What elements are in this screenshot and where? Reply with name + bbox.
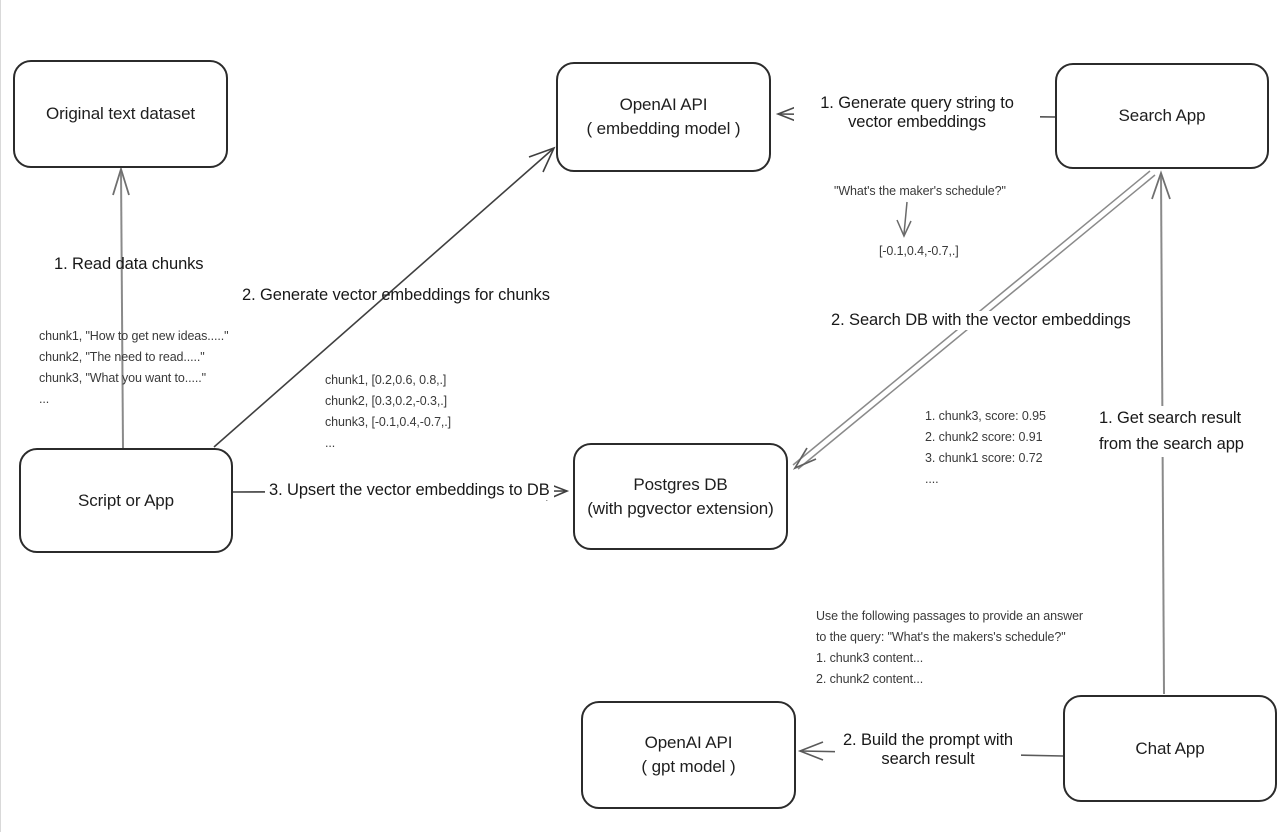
edge-label-build-prompt-line1: 2. Build the prompt with [842,731,1014,749]
annotation-chunk-texts-line3: chunk3, "What you want to....." [39,371,206,385]
annotation-prompt-line1: Use the following passages to provide an… [816,609,1083,623]
edge-label-get-result: 1. Get search result from the search app [1095,406,1248,458]
node-postgres-db-label-line2: (with pgvector extension) [587,498,774,518]
edge-label-generate-query-line1: 1. Generate query string to vector [820,94,1014,131]
node-chat-app: Chat App [1063,695,1277,802]
edge-label-search-db: 2. Search DB with the vector embeddings [827,311,1135,330]
edge-label-build-prompt-line2: search result [881,750,975,768]
annotation-chunk-texts-line4: ... [39,392,50,406]
annotation-search-scores-line1: 1. chunk3, score: 0.95 [925,409,1046,423]
annotation-chunk-texts-line1: chunk1, "How to get new ideas....." [39,329,229,343]
edge-label-read-chunks: 1. Read data chunks [54,255,204,273]
edge-label-get-result-line1: 1. Get search result [1099,409,1241,427]
annotation-chunk-vectors: chunk1, [0.2,0.6, 0.8,.] chunk2, [0.3,0.… [325,370,451,454]
node-postgres-db-label-line1: Postgres DB [633,474,728,494]
edge-label-upsert: 3. Upsert the vector embeddings to DB [265,481,554,500]
node-chat-app-label: Chat App [1135,738,1205,758]
node-original-text-dataset: Original text dataset [13,60,228,168]
annotation-chunk-vectors-line2: chunk2, [0.3,0.2,-0.3,.] [325,394,447,408]
node-openai-gpt: OpenAI API ( gpt model ) [581,701,796,809]
node-original-text-dataset-label: Original text dataset [45,104,196,124]
annotation-chunk-texts: chunk1, "How to get new ideas....." chun… [39,326,229,410]
edge-label-generate-query: 1. Generate query string to vector embed… [794,94,1040,132]
node-openai-gpt-label-line1: OpenAI API [644,733,733,753]
arrow-read-chunks [112,165,130,449]
arrow-generate-embeddings [213,146,556,448]
annotation-query-vector: [-0.1,0.4,-0.7,.] [879,244,959,258]
arrow-query-to-vector [896,201,912,238]
node-openai-embedding-label-line2: ( embedding model ) [586,119,741,138]
annotation-search-scores-line4: .... [925,472,939,486]
edge-label-build-prompt: 2. Build the prompt with search result [835,731,1021,769]
edge-label-generate-query-line2: embeddings [896,113,986,131]
annotation-search-scores: 1. chunk3, score: 0.95 2. chunk2 score: … [925,406,1046,490]
node-script-or-app: Script or App [19,448,233,553]
edge-label-generate-embeddings: 2. Generate vector embeddings for chunks [242,286,550,304]
node-postgres-db: Postgres DB (with pgvector extension) [573,443,788,550]
annotation-chunk-vectors-line3: chunk3, [-0.1,0.4,-0.7,.] [325,415,452,429]
annotation-chunk-texts-line2: chunk2, "The need to read....." [39,350,205,364]
annotation-chunk-vectors-line1: chunk1, [0.2,0.6, 0.8,.] [325,373,447,387]
annotation-search-scores-line2: 2. chunk2 score: 0.91 [925,430,1043,444]
annotation-chunk-vectors-line4: ... [325,436,336,450]
node-openai-gpt-label-line2: ( gpt model ) [641,757,736,776]
node-script-or-app-label: Script or App [77,490,175,510]
annotation-prompt-line2: to the query: "What's the makers's sched… [816,630,1066,644]
node-search-app-label: Search App [1118,106,1206,126]
annotation-query-string: "What's the maker's schedule?" [834,184,1006,198]
annotation-prompt-line4: 2. chunk2 content... [816,672,924,686]
annotation-prompt: Use the following passages to provide an… [816,606,1083,690]
annotation-prompt-line3: 1. chunk3 content... [816,651,924,665]
annotation-search-scores-line3: 3. chunk1 score: 0.72 [925,451,1043,465]
node-search-app: Search App [1055,63,1269,169]
edge-label-get-result-line2: from the search app [1099,434,1244,453]
node-openai-embedding: OpenAI API ( embedding model ) [556,62,771,172]
node-openai-embedding-label-line1: OpenAI API [619,95,708,115]
